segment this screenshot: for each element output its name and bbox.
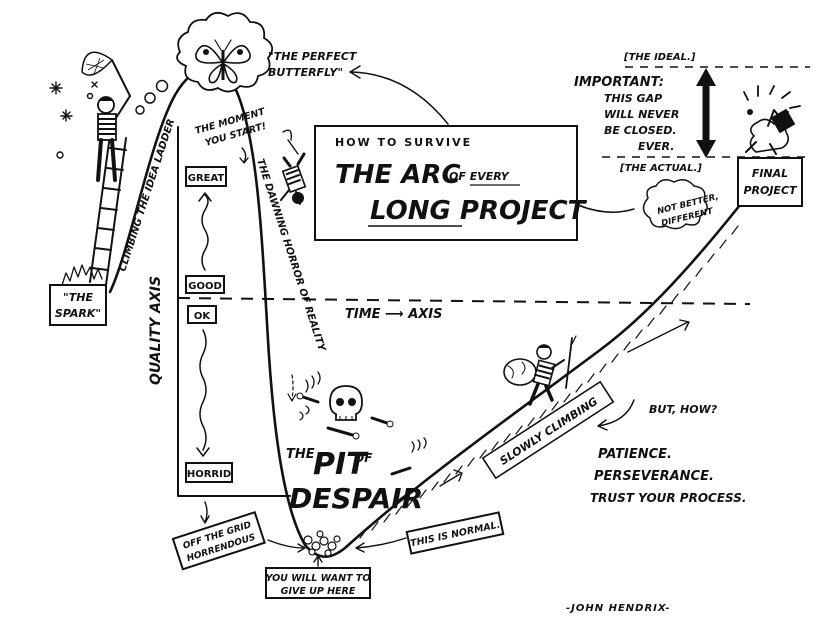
time-axis-line bbox=[177, 297, 751, 305]
off-grid-pointer bbox=[267, 539, 306, 553]
title-box bbox=[314, 125, 578, 241]
important-l2: THIS GAP bbox=[604, 92, 662, 105]
sparkle-icons bbox=[49, 81, 98, 159]
gap-double-arrow bbox=[696, 68, 716, 158]
patience-label: PATIENCE. bbox=[598, 447, 672, 462]
moment-arrow bbox=[239, 147, 249, 164]
signature: -JOHN HENDRIX- bbox=[566, 603, 671, 614]
thought-bubbles bbox=[135, 79, 169, 115]
butterfly-cloud bbox=[176, 11, 274, 93]
slowly-climbing-box: SLOWLY CLIMBING bbox=[481, 380, 615, 480]
pit-of: OF bbox=[354, 451, 373, 465]
perseverance-label: PERSEVERANCE. bbox=[594, 469, 714, 484]
spark-label-1: "THE bbox=[63, 291, 93, 304]
important-l4: BE CLOSED. bbox=[604, 124, 677, 137]
important-l5: EVER. bbox=[638, 140, 674, 153]
butterfly-label-2: BUTTERFLY" bbox=[268, 66, 343, 79]
final-project-box bbox=[737, 157, 803, 207]
pit-pit: PIT bbox=[313, 447, 369, 482]
title-to-butterfly-arrow bbox=[349, 65, 449, 125]
arc-curve bbox=[108, 66, 742, 558]
pit-despair: DESPAIR bbox=[289, 482, 423, 515]
normal-box: THIS IS NORMAL. bbox=[405, 511, 505, 555]
title-of-every: OF EVERY bbox=[449, 170, 510, 183]
dawning-arrow bbox=[291, 374, 294, 400]
butterfly-label-1: "THE PERFECT bbox=[268, 50, 358, 63]
scale-horrid-box bbox=[185, 462, 233, 483]
rubble-icon bbox=[303, 530, 341, 557]
spark-grass bbox=[61, 264, 103, 286]
dawning-arrow-head bbox=[287, 393, 297, 402]
slowly-top-arrow bbox=[627, 319, 690, 353]
falling-figure-icon bbox=[280, 129, 307, 205]
climbing-figure-icon bbox=[503, 335, 577, 406]
butterfly-icon bbox=[195, 39, 251, 84]
give-up-box bbox=[265, 567, 371, 599]
title-line-1: HOW TO SURVIVE bbox=[335, 136, 472, 149]
up-wavy-arrow bbox=[198, 192, 212, 271]
spark-label-2: SPARK" bbox=[55, 307, 101, 320]
give-up-pointer bbox=[313, 555, 323, 567]
trust-label: TRUST YOUR PROCESS. bbox=[590, 491, 746, 505]
quality-axis-label: QUALITY AXIS bbox=[148, 276, 164, 385]
scale-ok-box bbox=[187, 305, 217, 324]
important-l3: WILL NEVER bbox=[604, 108, 679, 121]
final-label-1: FINAL bbox=[752, 167, 788, 180]
climb-hatching bbox=[359, 225, 739, 539]
scale-great: GREAT bbox=[188, 173, 225, 184]
scale-good-box bbox=[185, 275, 225, 294]
scale-horrid: HORRID bbox=[187, 469, 231, 480]
normal-pointer bbox=[355, 537, 407, 553]
title-long-project: LONG PROJECT bbox=[370, 196, 588, 226]
ideal-label: [THE IDEAL.] bbox=[623, 52, 696, 63]
title-the-arc: THE ARC bbox=[335, 160, 461, 190]
pit-the: THE bbox=[286, 447, 315, 462]
ladder-icon bbox=[89, 134, 127, 286]
slowly-label: SLOWLY CLIMBING bbox=[497, 395, 600, 468]
scale-great-box bbox=[185, 166, 227, 187]
down-wavy-arrow bbox=[196, 329, 210, 457]
off-grid-box: OFF THE GRID HORRENDOUS bbox=[171, 510, 266, 571]
actual-label: [THE ACTUAL.] bbox=[619, 163, 702, 174]
not-better-cloud bbox=[642, 179, 708, 230]
scale-good: GOOD bbox=[188, 281, 222, 292]
slowly-arrow bbox=[439, 469, 463, 487]
title-to-different-arrow bbox=[577, 204, 635, 213]
final-label-2: PROJECT bbox=[743, 184, 798, 197]
give-up-label-1: YOU WILL WANT TO bbox=[266, 573, 371, 584]
give-up-label-2: GIVE UP HERE bbox=[281, 586, 356, 597]
celebrating-figure-icon bbox=[743, 85, 801, 155]
skull-and-bones-icon bbox=[296, 371, 427, 502]
time-axis-label: TIME ⟶ AXIS bbox=[345, 307, 443, 322]
but-how-arrow bbox=[597, 399, 635, 431]
quality-axis-frame bbox=[177, 126, 291, 497]
scale-ok: OK bbox=[194, 311, 212, 322]
off-grid-arrow bbox=[200, 501, 210, 524]
important-l1: IMPORTANT: bbox=[574, 75, 664, 90]
but-how-label: BUT, HOW? bbox=[649, 403, 718, 416]
climber-with-net-icon bbox=[81, 51, 131, 182]
spark-box bbox=[49, 284, 107, 326]
